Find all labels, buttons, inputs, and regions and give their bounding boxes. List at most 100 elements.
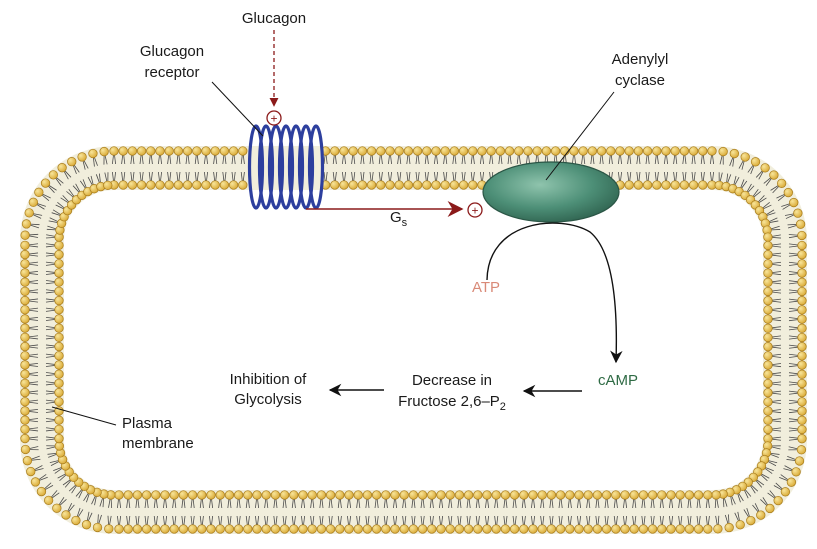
lipid-head [565,524,575,534]
lipid-head [43,495,54,506]
lipid-head [357,146,368,156]
lipid-head [763,415,773,425]
receptor-helix [307,124,325,210]
lipid-head [270,524,281,534]
lipid-head [629,524,639,534]
lipid-head [348,146,358,156]
lipid-head [20,277,30,287]
lipid-head [394,146,404,156]
adenylyl-leader-line [545,91,615,181]
decrease-label-line2-main: Fructose 2,6–P [398,393,500,410]
lipid-head [146,146,156,156]
lipid-head [136,146,147,156]
lipid-head [54,305,64,315]
lipid-head [399,490,409,500]
lipid-head [197,490,207,500]
lipid-head [54,424,64,434]
lipid-head [376,146,386,156]
lipid-head [201,146,211,156]
lipid-head [30,477,41,487]
lipid-head [385,180,395,190]
lipid-head [500,490,511,500]
lipid-head [657,490,667,500]
receptor-helix [257,124,275,210]
lipid-head [99,146,109,157]
lipid-head [578,146,588,156]
lipid-head [797,259,807,269]
lipid-head [780,487,791,497]
lipid-head [173,146,184,156]
lipid-head [797,314,807,324]
lipid-head [123,524,133,534]
lipid-head [688,146,699,156]
lipid-head [151,490,161,500]
lipid-head [224,490,235,500]
lipid-head [797,286,807,297]
lipid-head [786,477,797,487]
lipid-head [224,524,235,534]
lipid-head [537,490,547,500]
lipid-head [509,524,520,534]
gs-label-sub: s [402,217,408,229]
cyclase-plus-icon: + [467,202,483,218]
lipid-head [279,524,290,534]
lipid-head [238,146,248,156]
lipid-head [777,178,787,189]
lipid-head [482,490,492,500]
lipid-head [219,180,230,190]
lipid-head [642,180,653,190]
lipid-head [528,524,538,534]
lipid-head [670,180,680,190]
lipid-head [20,406,30,416]
lipid-head [583,490,593,500]
lipid-head [20,424,30,434]
lipid-head [54,351,64,361]
lipid-head [54,323,64,333]
lipid-head [666,524,676,534]
lipid-head [298,490,308,500]
lipid-head [431,146,441,156]
lipid-head [151,524,161,534]
lipid-head [20,268,30,278]
atp-to-camp-arrow [486,222,623,364]
lipid-head [243,524,253,534]
lipid-head [20,397,30,407]
lipid-head [473,490,483,500]
lipid-head [657,524,667,534]
lipid-head [20,378,30,388]
receptor-helix [277,124,295,210]
lipid-head [463,524,474,534]
lipid-head [620,524,630,534]
lipid-head [103,180,113,190]
lipid-head [376,180,386,190]
lipid-head [123,490,133,500]
lipid-head [21,219,32,229]
lipid-head [178,490,189,500]
lipid-head [504,146,515,156]
lipid-head [791,467,801,477]
gs-label: Gs [390,209,408,229]
lipid-head [454,490,465,500]
plasma-label-line2: membrane [122,435,194,452]
lipid-head [688,180,699,190]
lipid-head [54,277,64,287]
lipid-head [797,397,807,407]
lipid-head [20,323,30,333]
lipid-head [298,524,308,534]
lipid-head [54,387,64,398]
lipid-head [187,524,198,534]
lipid-head [679,146,690,156]
lipid-head [54,332,64,342]
lipid-head [417,490,428,500]
lipid-head [20,230,30,240]
lipid-head [187,490,198,500]
lipid-head [243,490,253,500]
lipid-head [114,490,124,500]
lipid-head [633,180,644,190]
adenylyl-cyclase-enzyme [482,161,620,223]
lipid-head [54,286,64,296]
lipid-head [219,146,230,156]
lipid-head [371,524,382,534]
lipid-head [178,524,189,534]
lipid-head [746,515,756,526]
